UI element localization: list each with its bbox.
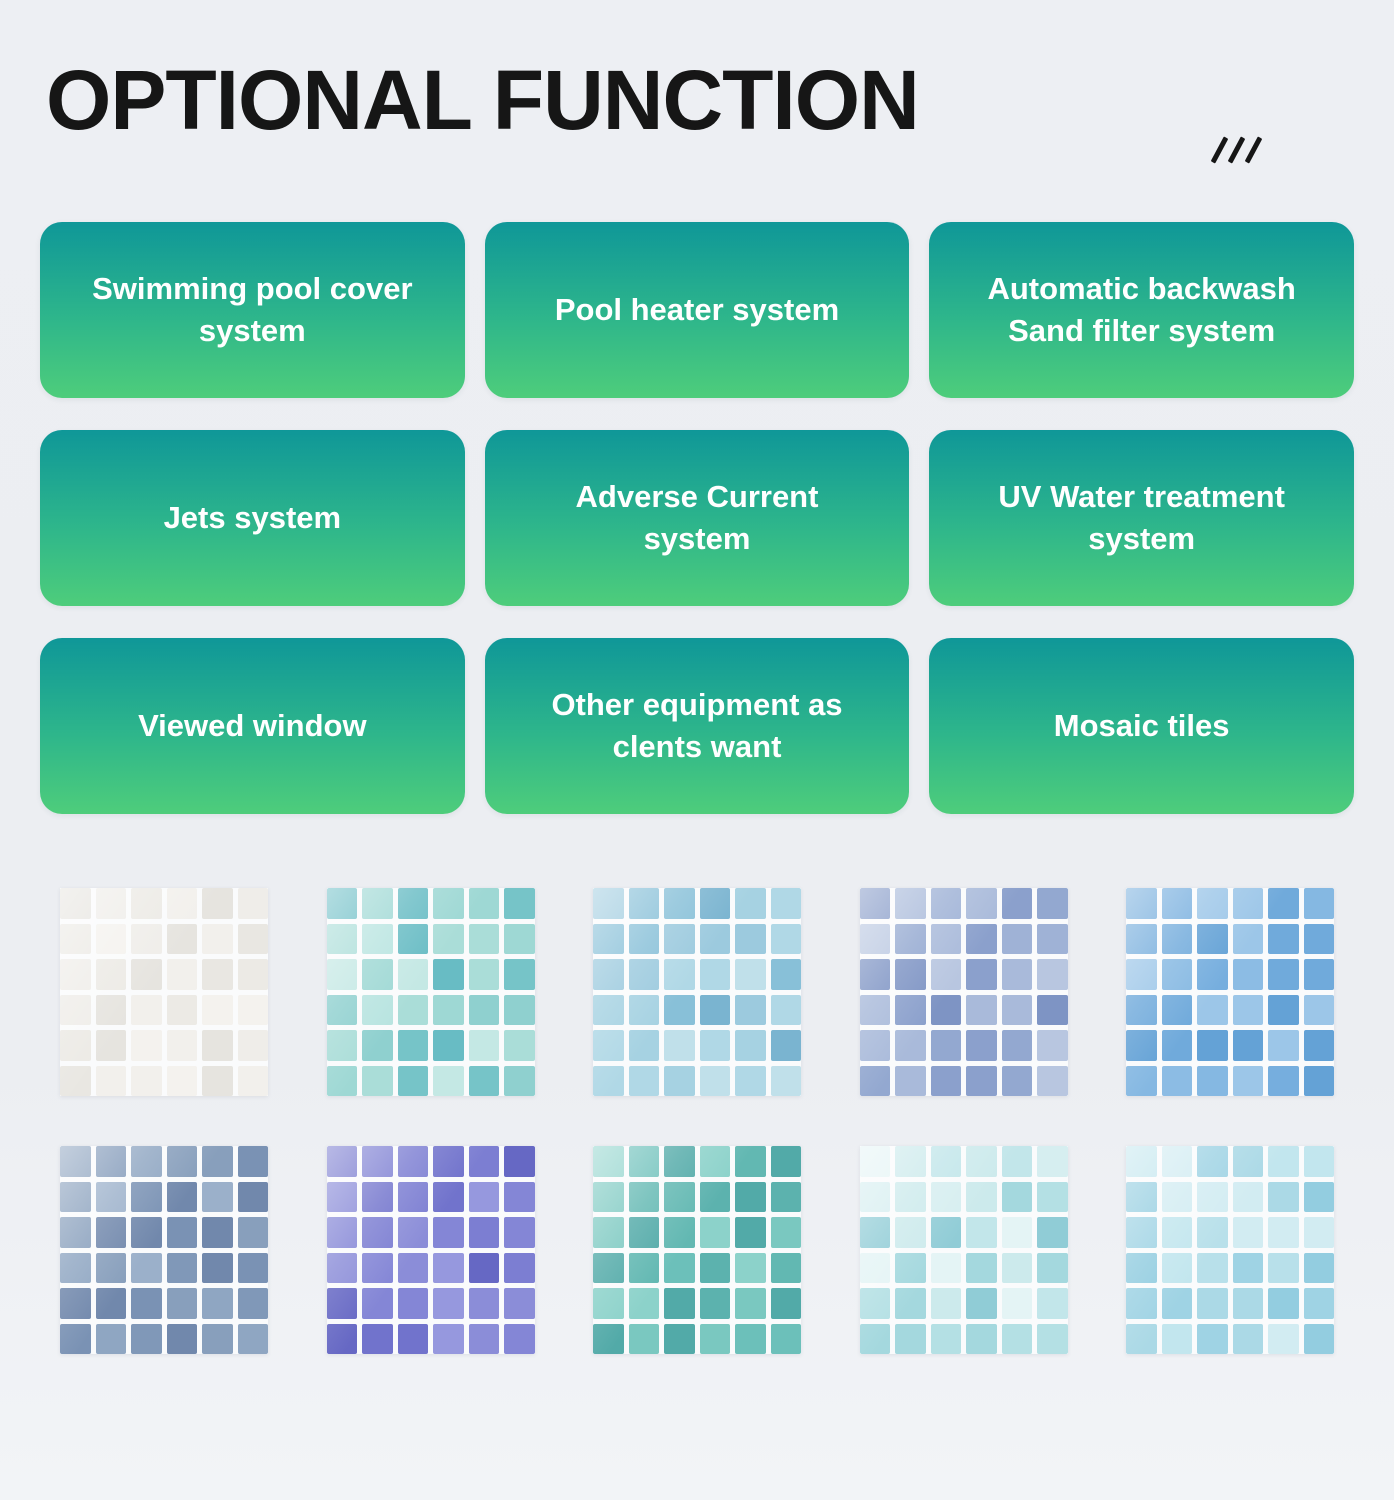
feature-card-adverse-current: Adverse Current system <box>484 430 910 606</box>
triple-slash-icon <box>1210 136 1263 164</box>
slash-bar <box>1244 136 1263 164</box>
feature-card-viewed-window: Viewed window <box>40 638 465 814</box>
feature-card-label: Pool heater system <box>554 292 840 328</box>
feature-card-label: Adverse Current system <box>575 479 819 556</box>
mosaic-swatch-teal-green <box>593 1146 801 1354</box>
mosaic-swatch-periwinkle <box>859 888 1068 1096</box>
mosaic-sample-row-2 <box>0 1146 1394 1354</box>
mosaic-swatch-aqua-green <box>326 888 535 1096</box>
page-title: OPTIONAL FUNCTION <box>46 53 920 147</box>
mosaic-swatch-light-blue <box>1126 1146 1334 1354</box>
feature-card-label: Swimming pool cover system <box>92 271 413 348</box>
feature-card-sand-filter: Automatic backwash Sand filter system <box>929 222 1354 398</box>
feature-card-grid: Swimming pool cover system Pool heater s… <box>40 222 1354 814</box>
feature-card-label: Automatic backwash Sand filter system <box>987 271 1296 348</box>
feature-card-pool-heater: Pool heater system <box>484 222 910 398</box>
feature-card-pool-cover: Swimming pool cover system <box>40 222 465 398</box>
feature-card-jets-system: Jets system <box>40 430 465 606</box>
feature-card-label: UV Water treatment system <box>998 479 1285 556</box>
mosaic-swatch-blue <box>1126 888 1334 1096</box>
slash-bar <box>1227 136 1246 164</box>
slash-bar <box>1210 136 1229 164</box>
feature-card-label: Jets system <box>163 500 342 536</box>
mosaic-swatch-purple <box>326 1146 535 1354</box>
mosaic-swatch-slate-blue <box>60 1146 268 1354</box>
feature-card-label: Other equipment as clents want <box>551 687 843 764</box>
mosaic-sample-row-1 <box>0 888 1394 1096</box>
mosaic-swatch-pale-cyan <box>859 1146 1068 1354</box>
mosaic-swatch-sky-blue <box>593 888 801 1096</box>
feature-card-other-equipment: Other equipment as clents want <box>484 638 910 814</box>
feature-card-label: Viewed window <box>138 708 367 744</box>
feature-card-label: Mosaic tiles <box>1053 708 1230 744</box>
feature-card-uv-treatment: UV Water treatment system <box>929 430 1354 606</box>
feature-card-mosaic-tiles: Mosaic tiles <box>929 638 1354 814</box>
mosaic-swatch-white <box>60 888 268 1096</box>
